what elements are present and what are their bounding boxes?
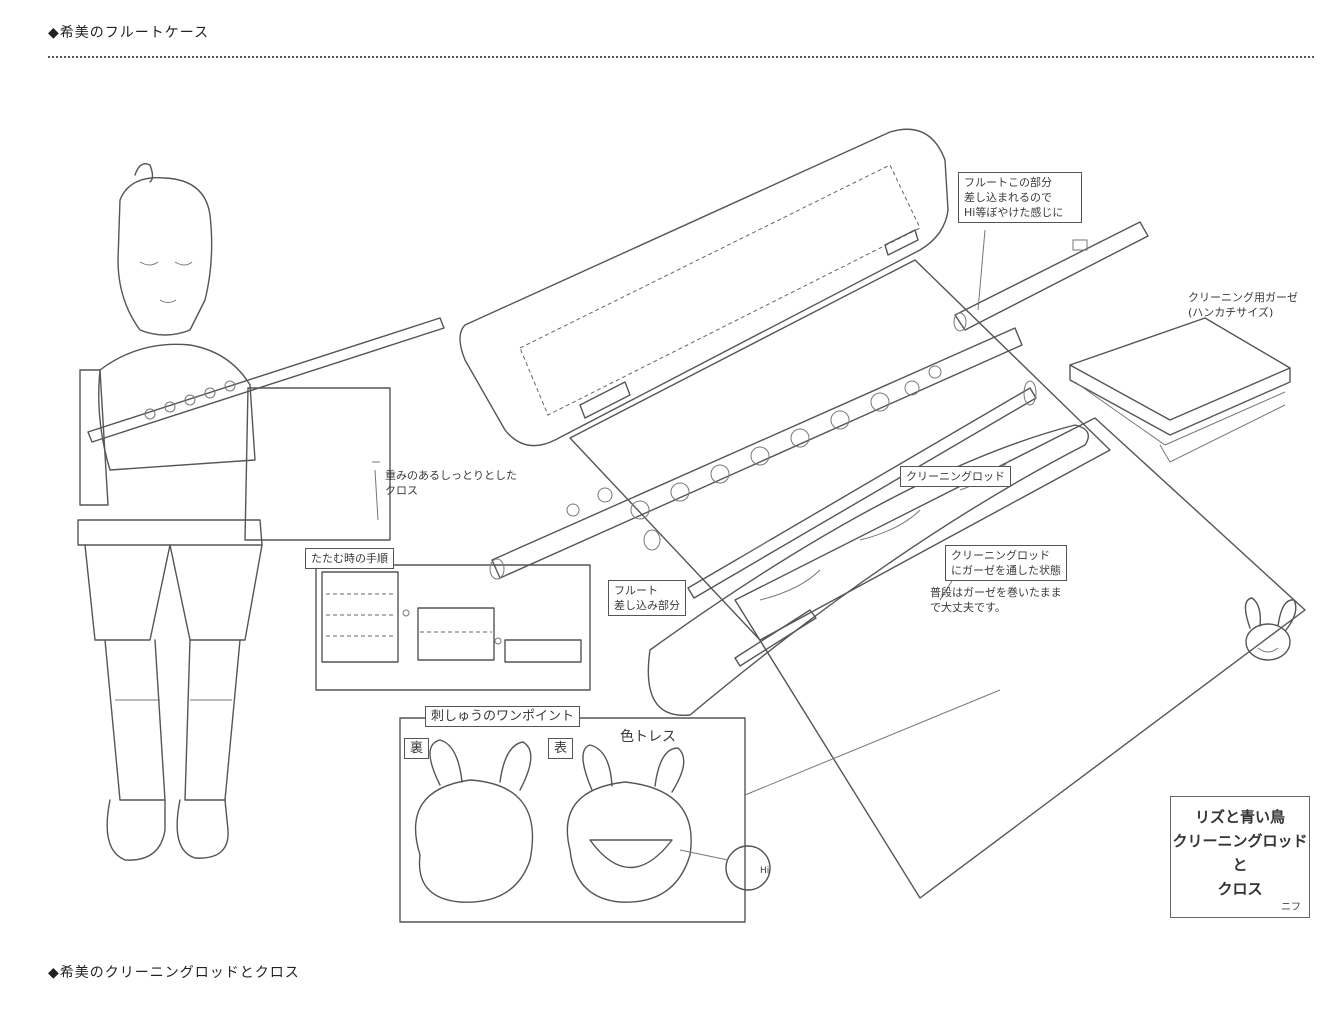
- case-slot-note: フルートこの部分 差し込まれるので Hi等ぼやけた感じに: [958, 172, 1082, 223]
- gauze-label: クリーニング用ガーゼ (ハンカチサイズ): [1188, 291, 1298, 319]
- bunny-mark: [1244, 597, 1297, 661]
- rod-label: クリーニングロッド: [900, 466, 1011, 487]
- embroidery-title: 刺しゅうのワンポイント: [425, 706, 581, 727]
- cleaning-rod: [687, 380, 1037, 599]
- page-title-bottom: ◆希美のクリーニングロッドとクロス: [48, 965, 300, 981]
- girl-figure: [77, 163, 263, 861]
- fold-steps-label: たたむ時の手順: [305, 548, 394, 569]
- page-title-top: ◆希美のフルートケース: [48, 25, 210, 41]
- flute-body: [489, 327, 1023, 580]
- title-box: リズと青い鳥 クリーニングロッド と クロス ニフ: [1170, 796, 1310, 918]
- front-side-label: 表: [548, 738, 574, 759]
- flute-insert-label: フルート 差し込み部分: [608, 580, 686, 616]
- rod-with-gauze-label: クリーニングロッド にガーゼを通した状態: [945, 545, 1067, 581]
- back-side-label: 裏: [404, 738, 430, 759]
- embroidery-panel: [399, 689, 1001, 923]
- fold-steps-diagram: [315, 564, 591, 691]
- hi-label: Hi: [760, 866, 770, 876]
- gauze-stack: [1069, 317, 1291, 463]
- cloth-sheet: [244, 387, 391, 541]
- flute-headjoint: [953, 221, 1149, 332]
- title-box-text: リズと青い鳥 クリーニングロッド と クロス: [1172, 808, 1308, 898]
- flute-case: [459, 128, 1111, 641]
- rod-with-gauze: [647, 424, 1089, 716]
- rod-note: 普段はガーゼを巻いたまま で大丈夫です。: [930, 586, 1062, 614]
- signature: ニフ: [1281, 902, 1301, 913]
- dotted-divider: [48, 56, 1314, 58]
- flute-held: [87, 317, 445, 443]
- cloth-label: 重みのあるしっとりとした クロス: [385, 469, 517, 497]
- color-trace-label: 色トレス: [620, 729, 676, 745]
